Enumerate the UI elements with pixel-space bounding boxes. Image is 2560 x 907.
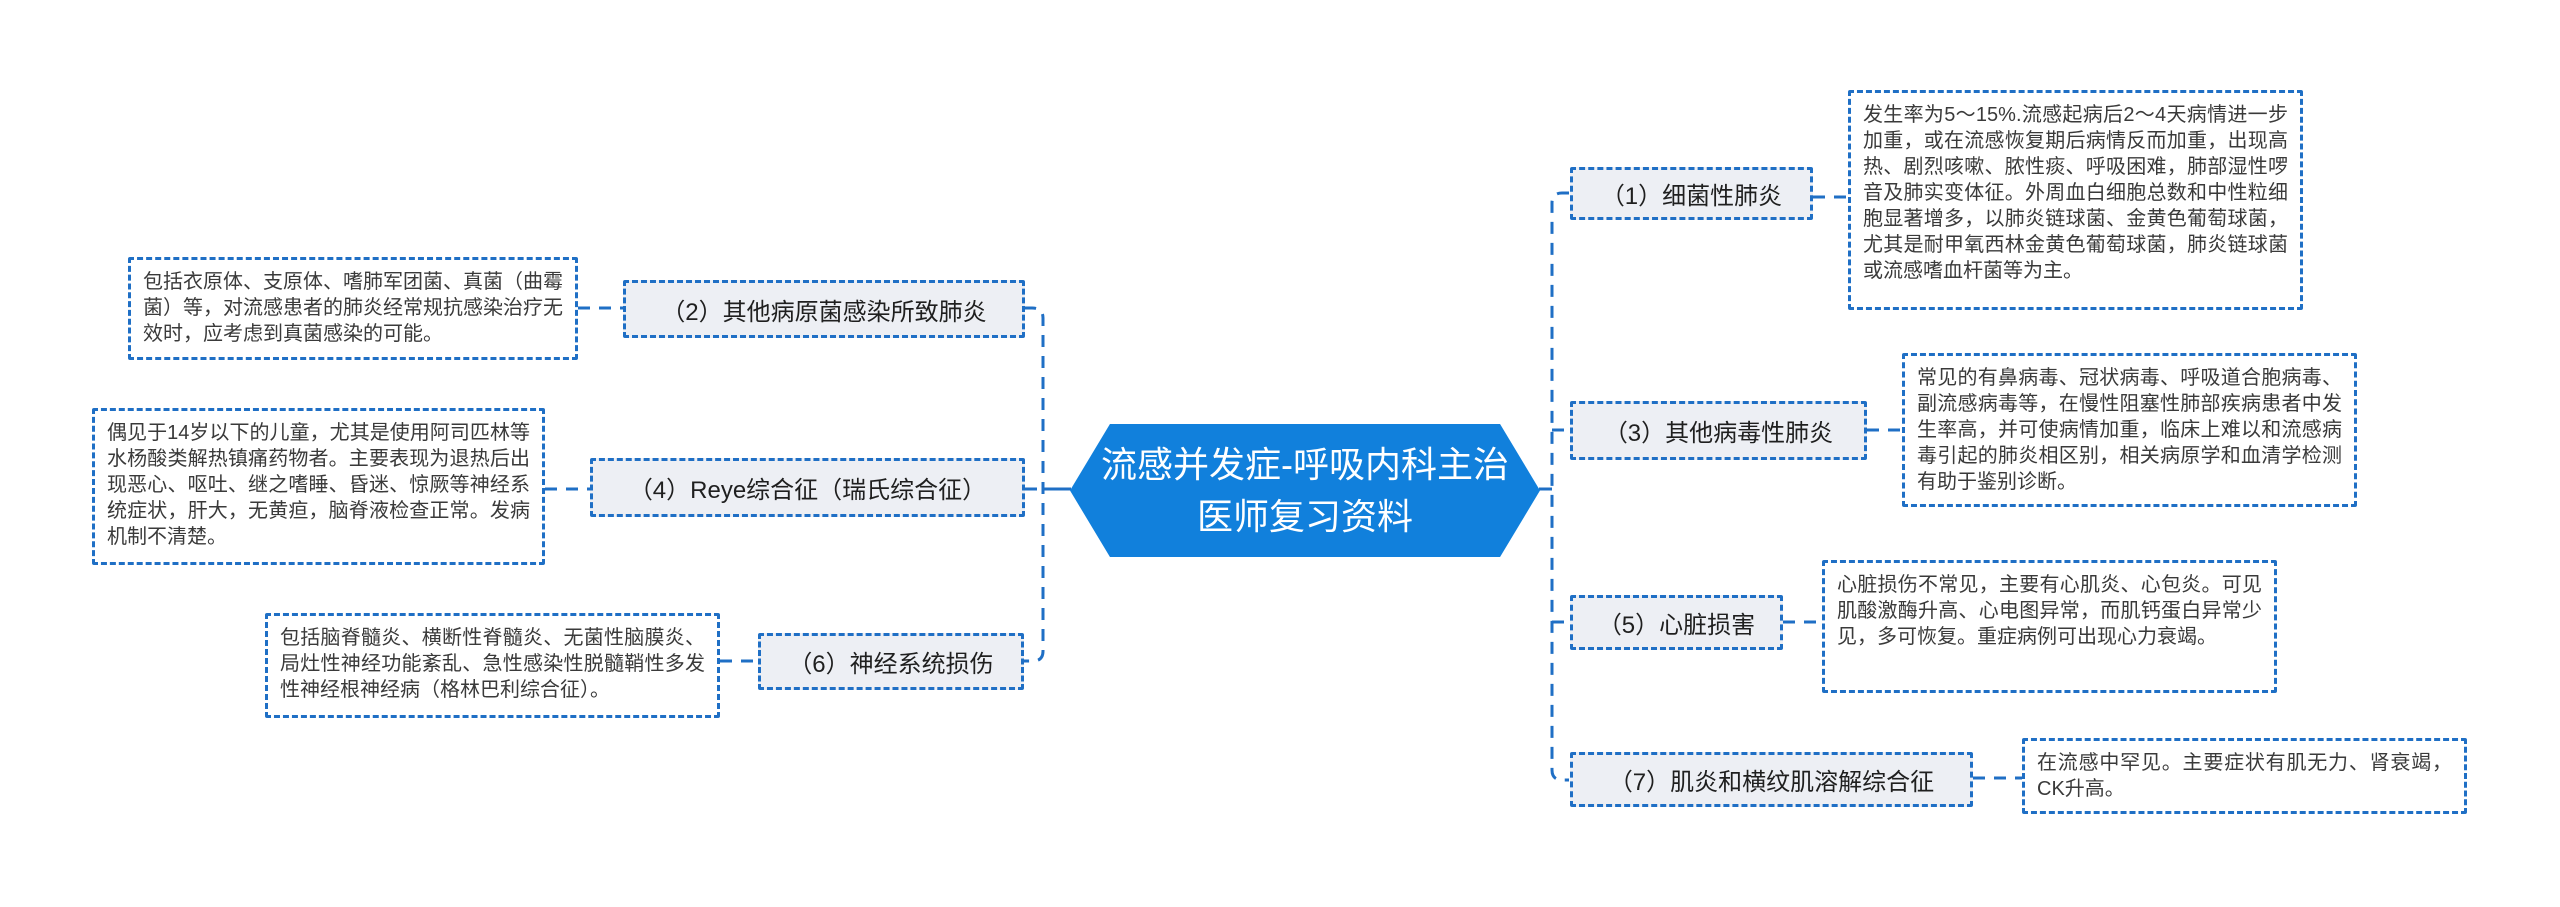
note-text: 在流感中罕见。主要症状有肌无力、肾衰竭，CK升高。 xyxy=(2037,752,2452,800)
central-topic-node[interactable]: 流感并发症-呼吸内科主治 医师复习资料 xyxy=(1070,424,1540,557)
branch-node-4-reye-syndrome[interactable]: （4）Reye综合征（瑞氏综合征） xyxy=(590,458,1025,517)
note-text: 发生率为5～15%.流感起病后2～4天病情进一步加重，或在流感恢复期后病情反而加… xyxy=(1863,104,2288,282)
note-text: 常见的有鼻病毒、冠状病毒、呼吸道合胞病毒、副流感病毒等，在慢性阻塞性肺部疾病患者… xyxy=(1917,367,2342,493)
note-box-bacterial-pneumonia[interactable]: 发生率为5～15%.流感起病后2～4天病情进一步加重，或在流感恢复期后病情反而加… xyxy=(1848,90,2303,310)
branch-node-label: （4）Reye综合征（瑞氏综合征） xyxy=(628,477,987,504)
branch-node-3-other-viral-pneumonia[interactable]: （3）其他病毒性肺炎 xyxy=(1570,401,1867,460)
branch-node-6-nervous-system-injury[interactable]: （6）神经系统损伤 xyxy=(758,633,1024,690)
note-text: 包括衣原体、支原体、嗜肺军团菌、真菌（曲霉菌）等，对流感患者的肺炎经常规抗感染治… xyxy=(143,271,563,345)
note-box-other-pathogen-pneumonia[interactable]: 包括衣原体、支原体、嗜肺军团菌、真菌（曲霉菌）等，对流感患者的肺炎经常规抗感染治… xyxy=(128,257,578,360)
note-text: 偶见于14岁以下的儿童，尤其是使用阿司匹林等水杨酸类解热镇痛药物者。主要表现为退… xyxy=(107,422,530,548)
branch-node-label: （5）心脏损害 xyxy=(1597,612,1756,639)
note-box-nervous-system-injury[interactable]: 包括脑脊髓炎、横断性脊髓炎、无菌性脑膜炎、局灶性神经功能紊乱、急性感染性脱髓鞘性… xyxy=(265,613,720,718)
branch-node-label: （2）其他病原菌感染所致肺炎 xyxy=(661,298,987,326)
branch-node-label: （3）其他病毒性肺炎 xyxy=(1603,420,1834,447)
note-text: 心脏损伤不常见，主要有心肌炎、心包炎。可见肌酸激酶升高、心电图异常，而肌钙蛋白异… xyxy=(1837,574,2262,648)
note-text: 包括脑脊髓炎、横断性脊髓炎、无菌性脑膜炎、局灶性神经功能紊乱、急性感染性脱髓鞘性… xyxy=(280,627,705,701)
branch-node-label: （6）神经系统损伤 xyxy=(788,651,994,678)
branch-node-label: （7）肌炎和横纹肌溶解综合征 xyxy=(1608,769,1935,796)
note-box-cardiac-damage[interactable]: 心脏损伤不常见，主要有心肌炎、心包炎。可见肌酸激酶升高、心电图异常，而肌钙蛋白异… xyxy=(1822,560,2277,693)
note-box-reye-syndrome[interactable]: 偶见于14岁以下的儿童，尤其是使用阿司匹林等水杨酸类解热镇痛药物者。主要表现为退… xyxy=(92,408,545,565)
note-box-other-viral-pneumonia[interactable]: 常见的有鼻病毒、冠状病毒、呼吸道合胞病毒、副流感病毒等，在慢性阻塞性肺部疾病患者… xyxy=(1902,353,2357,507)
branch-node-label: （1）细菌性肺炎 xyxy=(1600,183,1783,210)
note-box-myositis-rhabdomyolysis[interactable]: 在流感中罕见。主要症状有肌无力、肾衰竭，CK升高。 xyxy=(2022,738,2467,814)
left-trunk-line xyxy=(1023,306,1045,663)
branch-node-7-myositis-rhabdomyolysis[interactable]: （7）肌炎和横纹肌溶解综合征 xyxy=(1570,752,1973,807)
right-trunk-line xyxy=(1550,191,1569,782)
central-topic-label: 流感并发症-呼吸内科主治 医师复习资料 xyxy=(1101,443,1509,537)
branch-node-5-cardiac-damage[interactable]: （5）心脏损害 xyxy=(1570,595,1783,650)
branch-node-2-other-pathogen-pneumonia[interactable]: （2）其他病原菌感染所致肺炎 xyxy=(623,280,1025,338)
branch-node-1-bacterial-pneumonia[interactable]: （1）细菌性肺炎 xyxy=(1570,167,1813,220)
